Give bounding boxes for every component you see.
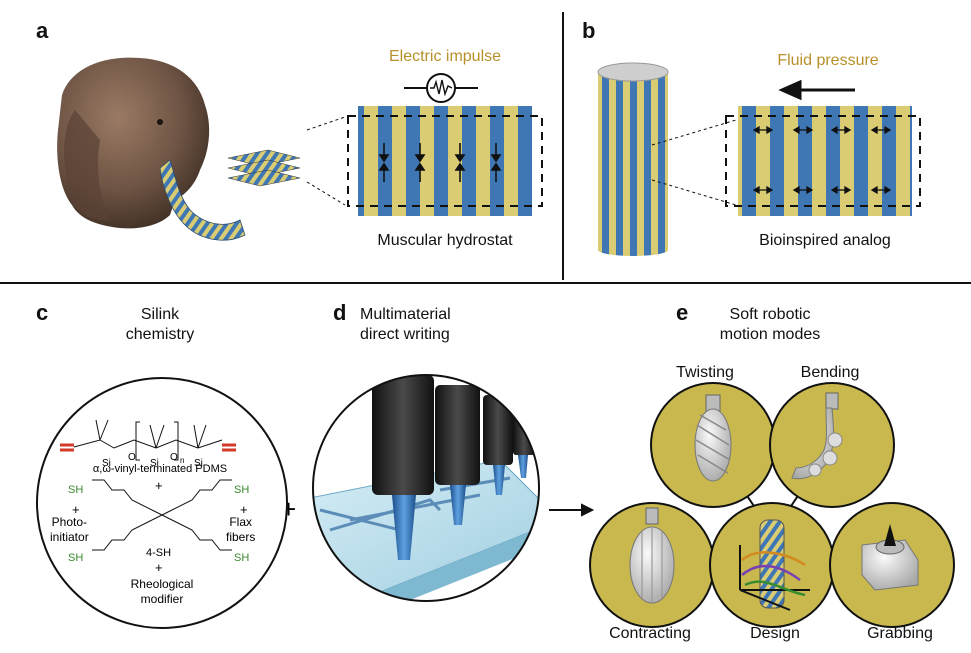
bending-actuator bbox=[791, 392, 843, 480]
four-sh-label: 4-SH bbox=[146, 547, 172, 559]
panel-label-e: e bbox=[676, 300, 689, 325]
vertical-divider bbox=[562, 12, 564, 280]
sh-group-4: SH bbox=[234, 552, 250, 564]
design-graphic bbox=[739, 519, 810, 611]
electric-impulse-label: Electric impulse bbox=[388, 48, 502, 65]
plus-2: + bbox=[72, 502, 80, 517]
silink-title-line2: chemistry bbox=[125, 326, 195, 343]
photoinitiator-line1: Photo- bbox=[51, 515, 88, 529]
horizontal-divider bbox=[0, 282, 971, 284]
flax-line1: Flax bbox=[229, 515, 252, 529]
process-arrow bbox=[549, 503, 595, 517]
silink-title-line1: Silink bbox=[140, 306, 180, 323]
plus-1: + bbox=[155, 478, 163, 493]
stacked-sheets bbox=[227, 149, 301, 187]
twisting-actuator bbox=[694, 394, 732, 482]
twisting-label: Twisting bbox=[676, 364, 734, 381]
sh-group-2: SH bbox=[234, 484, 250, 496]
dw-title-line1: Multimaterial bbox=[360, 306, 451, 323]
panel-label-a: a bbox=[36, 18, 49, 43]
bioinspired-analog-caption: Bioinspired analog bbox=[759, 232, 891, 249]
plus-4: + bbox=[155, 560, 163, 575]
direct-writing-illustration bbox=[312, 374, 540, 602]
sh-group-1: SH bbox=[68, 484, 84, 496]
grabbing-label: Grabbing bbox=[867, 625, 933, 642]
panel-label-d: d bbox=[333, 300, 347, 325]
subscript-n: n bbox=[180, 456, 185, 465]
si-atom-3: Si bbox=[194, 458, 203, 469]
rheological-line1: Rheological bbox=[130, 577, 194, 591]
motion-title-line1: Soft robotic bbox=[729, 306, 811, 323]
plus-3: + bbox=[240, 502, 248, 517]
elephant-illustration bbox=[57, 57, 246, 241]
motion-title-line2: motion modes bbox=[719, 326, 821, 343]
panel-label-b: b bbox=[582, 18, 596, 43]
flax-line2: fibers bbox=[226, 530, 256, 544]
design-label: Design bbox=[750, 625, 800, 642]
muscular-hydrostat-block bbox=[347, 106, 543, 216]
panel-label-c: c bbox=[36, 300, 49, 325]
bending-label: Bending bbox=[800, 364, 860, 381]
muscular-hydrostat-caption: Muscular hydrostat bbox=[377, 232, 513, 249]
bioinspired-block bbox=[725, 106, 921, 216]
dw-title-line2: direct writing bbox=[360, 326, 450, 343]
fluid-pressure-arrow bbox=[778, 79, 855, 101]
o-atom-1: O bbox=[128, 452, 136, 463]
electric-impulse-icon bbox=[404, 73, 478, 103]
si-atom-2: Si bbox=[150, 458, 159, 469]
motion-modes-network bbox=[589, 382, 955, 628]
rheological-line2: modifier bbox=[140, 592, 184, 606]
pdms-label: α,ω-vinyl-terminated PDMS bbox=[92, 463, 228, 475]
o-atom-2: O bbox=[170, 452, 178, 463]
si-atom-1: Si bbox=[102, 458, 111, 469]
chemical-structure bbox=[60, 419, 236, 551]
contracting-actuator bbox=[629, 507, 675, 604]
striped-cylinder bbox=[597, 62, 669, 256]
contracting-label: Contracting bbox=[609, 625, 691, 642]
fluid-pressure-label: Fluid pressure bbox=[777, 52, 879, 69]
sh-group-3: SH bbox=[68, 552, 84, 564]
photoinitiator-line2: initiator bbox=[50, 530, 89, 544]
grabbing-actuator bbox=[861, 524, 919, 591]
